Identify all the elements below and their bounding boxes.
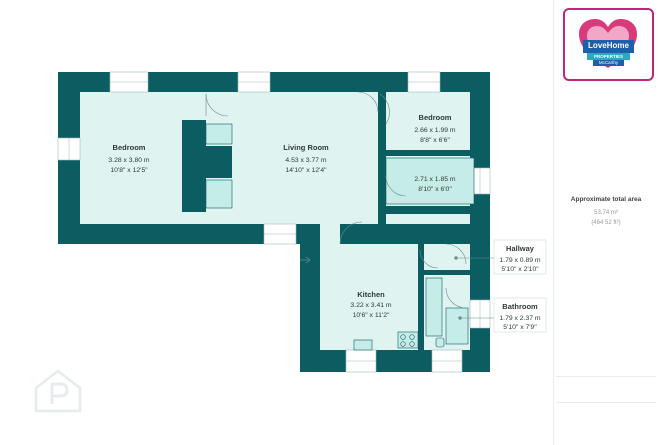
interior-walls <box>182 72 476 350</box>
logo-subtitle: PROPERTIES <box>593 54 623 59</box>
panel-rule-top <box>556 376 656 377</box>
window-panes <box>68 81 481 362</box>
door-swings <box>205 91 467 309</box>
living-name: Living Room <box>283 143 329 152</box>
logo-title: LoveHome <box>588 41 629 50</box>
panel-rule-bottom <box>556 402 656 403</box>
agency-logo: LoveHome PROPERTIES McCarthy <box>563 8 654 81</box>
bedroom2-metric: 2.66 x 1.99 m <box>414 127 456 134</box>
floor-plan: Bedroom 3.28 x 3.80 m 10'8" x 12'5" Livi… <box>57 71 547 373</box>
hallway-metric: 1.79 x 0.89 m <box>499 257 541 264</box>
bathroom-label-box <box>493 297 547 333</box>
hallway-label-box <box>493 239 547 275</box>
bedroom1-name: Bedroom <box>113 143 146 152</box>
store-imperial: 8'10" x 6'0" <box>418 186 452 193</box>
leader-lines <box>454 256 494 320</box>
property-watermark-icon <box>34 369 82 413</box>
kitchen-imperial: 10'6" x 11'2" <box>353 312 390 319</box>
area-metric: 53.74 m² <box>594 210 618 216</box>
bedroom2-name: Bedroom <box>419 113 452 122</box>
kitchen-metric: 3.22 x 3.41 m <box>350 302 392 309</box>
bathroom-metric: 1.79 x 2.37 m <box>499 315 541 322</box>
fixtures <box>205 123 475 351</box>
store-metric: 2.71 x 1.85 m <box>414 176 456 183</box>
hallway-imperial: 5'10" x 2'10" <box>501 266 539 273</box>
bedroom1-metric: 3.28 x 3.80 m <box>108 157 150 164</box>
living-metric: 4.53 x 3.77 m <box>285 157 327 164</box>
bedroom2-imperial: 8'8" x 6'6" <box>420 137 450 144</box>
bathroom-imperial: 5'10" x 7'9" <box>503 324 537 331</box>
bathroom-name: Bathroom <box>502 302 538 311</box>
kitchen-name: Kitchen <box>357 290 385 299</box>
hallway-name: Hallway <box>506 244 535 253</box>
area-title: Approximate total area <box>570 196 642 203</box>
logo-agent: McCarthy <box>598 60 619 65</box>
area-imperial: (464 52 ft²) <box>591 220 621 226</box>
compass-arrow-icon <box>300 256 311 264</box>
heart-logo-icon <box>579 19 637 68</box>
living-imperial: 14'10" x 12'4" <box>285 167 327 174</box>
bedroom1-imperial: 10'8" x 12'5" <box>110 167 148 174</box>
